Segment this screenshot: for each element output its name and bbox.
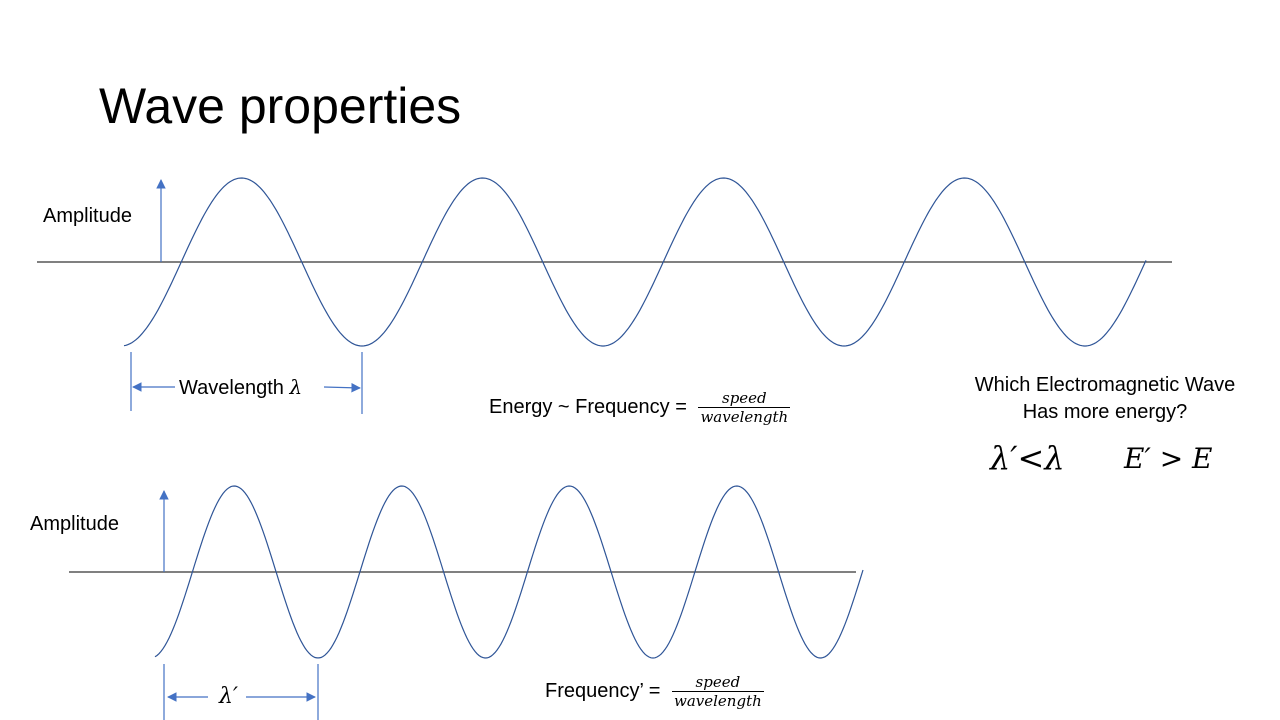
energy-comparison: E′ > E <box>1124 442 1213 475</box>
energy-question: Which Electromagnetic Wave Has more ener… <box>955 372 1255 426</box>
bottom-amplitude-label: Amplitude <box>30 513 119 535</box>
bottom-wavelength-symbol: λ′ <box>219 684 238 709</box>
slide-title: Wave properties <box>99 78 462 134</box>
frequency-fraction: speed wavelength <box>672 673 764 710</box>
frequency-formula: Frequency’ = speed wavelength <box>545 673 764 710</box>
frequency-denominator: wavelength <box>674 692 762 710</box>
wavelength-comparison: λ′<λ <box>990 439 1065 477</box>
fraction-bar <box>672 691 764 692</box>
energy-fraction: speed wavelength <box>698 389 791 426</box>
top-amplitude-label: Amplitude <box>43 205 132 227</box>
top-sine-wave <box>123 177 1147 347</box>
energy-denominator: wavelength <box>700 408 789 426</box>
lambda-symbol: λ <box>289 375 303 399</box>
energy-formula-lhs: Energy ~ Frequency = <box>489 395 687 418</box>
top-wavelength-label: Wavelength λ <box>179 376 302 400</box>
fraction-bar <box>698 407 791 408</box>
question-line-1: Which Electromagnetic Wave <box>974 374 1236 396</box>
frequency-formula-lhs: Frequency’ = <box>545 679 661 702</box>
wavelength-word: Wavelength <box>179 377 284 399</box>
frequency-numerator: speed <box>695 673 741 691</box>
energy-numerator: speed <box>722 389 767 407</box>
energy-formula: Energy ~ Frequency = speed wavelength <box>489 389 791 426</box>
question-line-2: Has more energy? <box>1022 401 1188 423</box>
bottom-sine-wave <box>154 485 864 659</box>
top-wavelength-arrow-right <box>323 382 361 393</box>
